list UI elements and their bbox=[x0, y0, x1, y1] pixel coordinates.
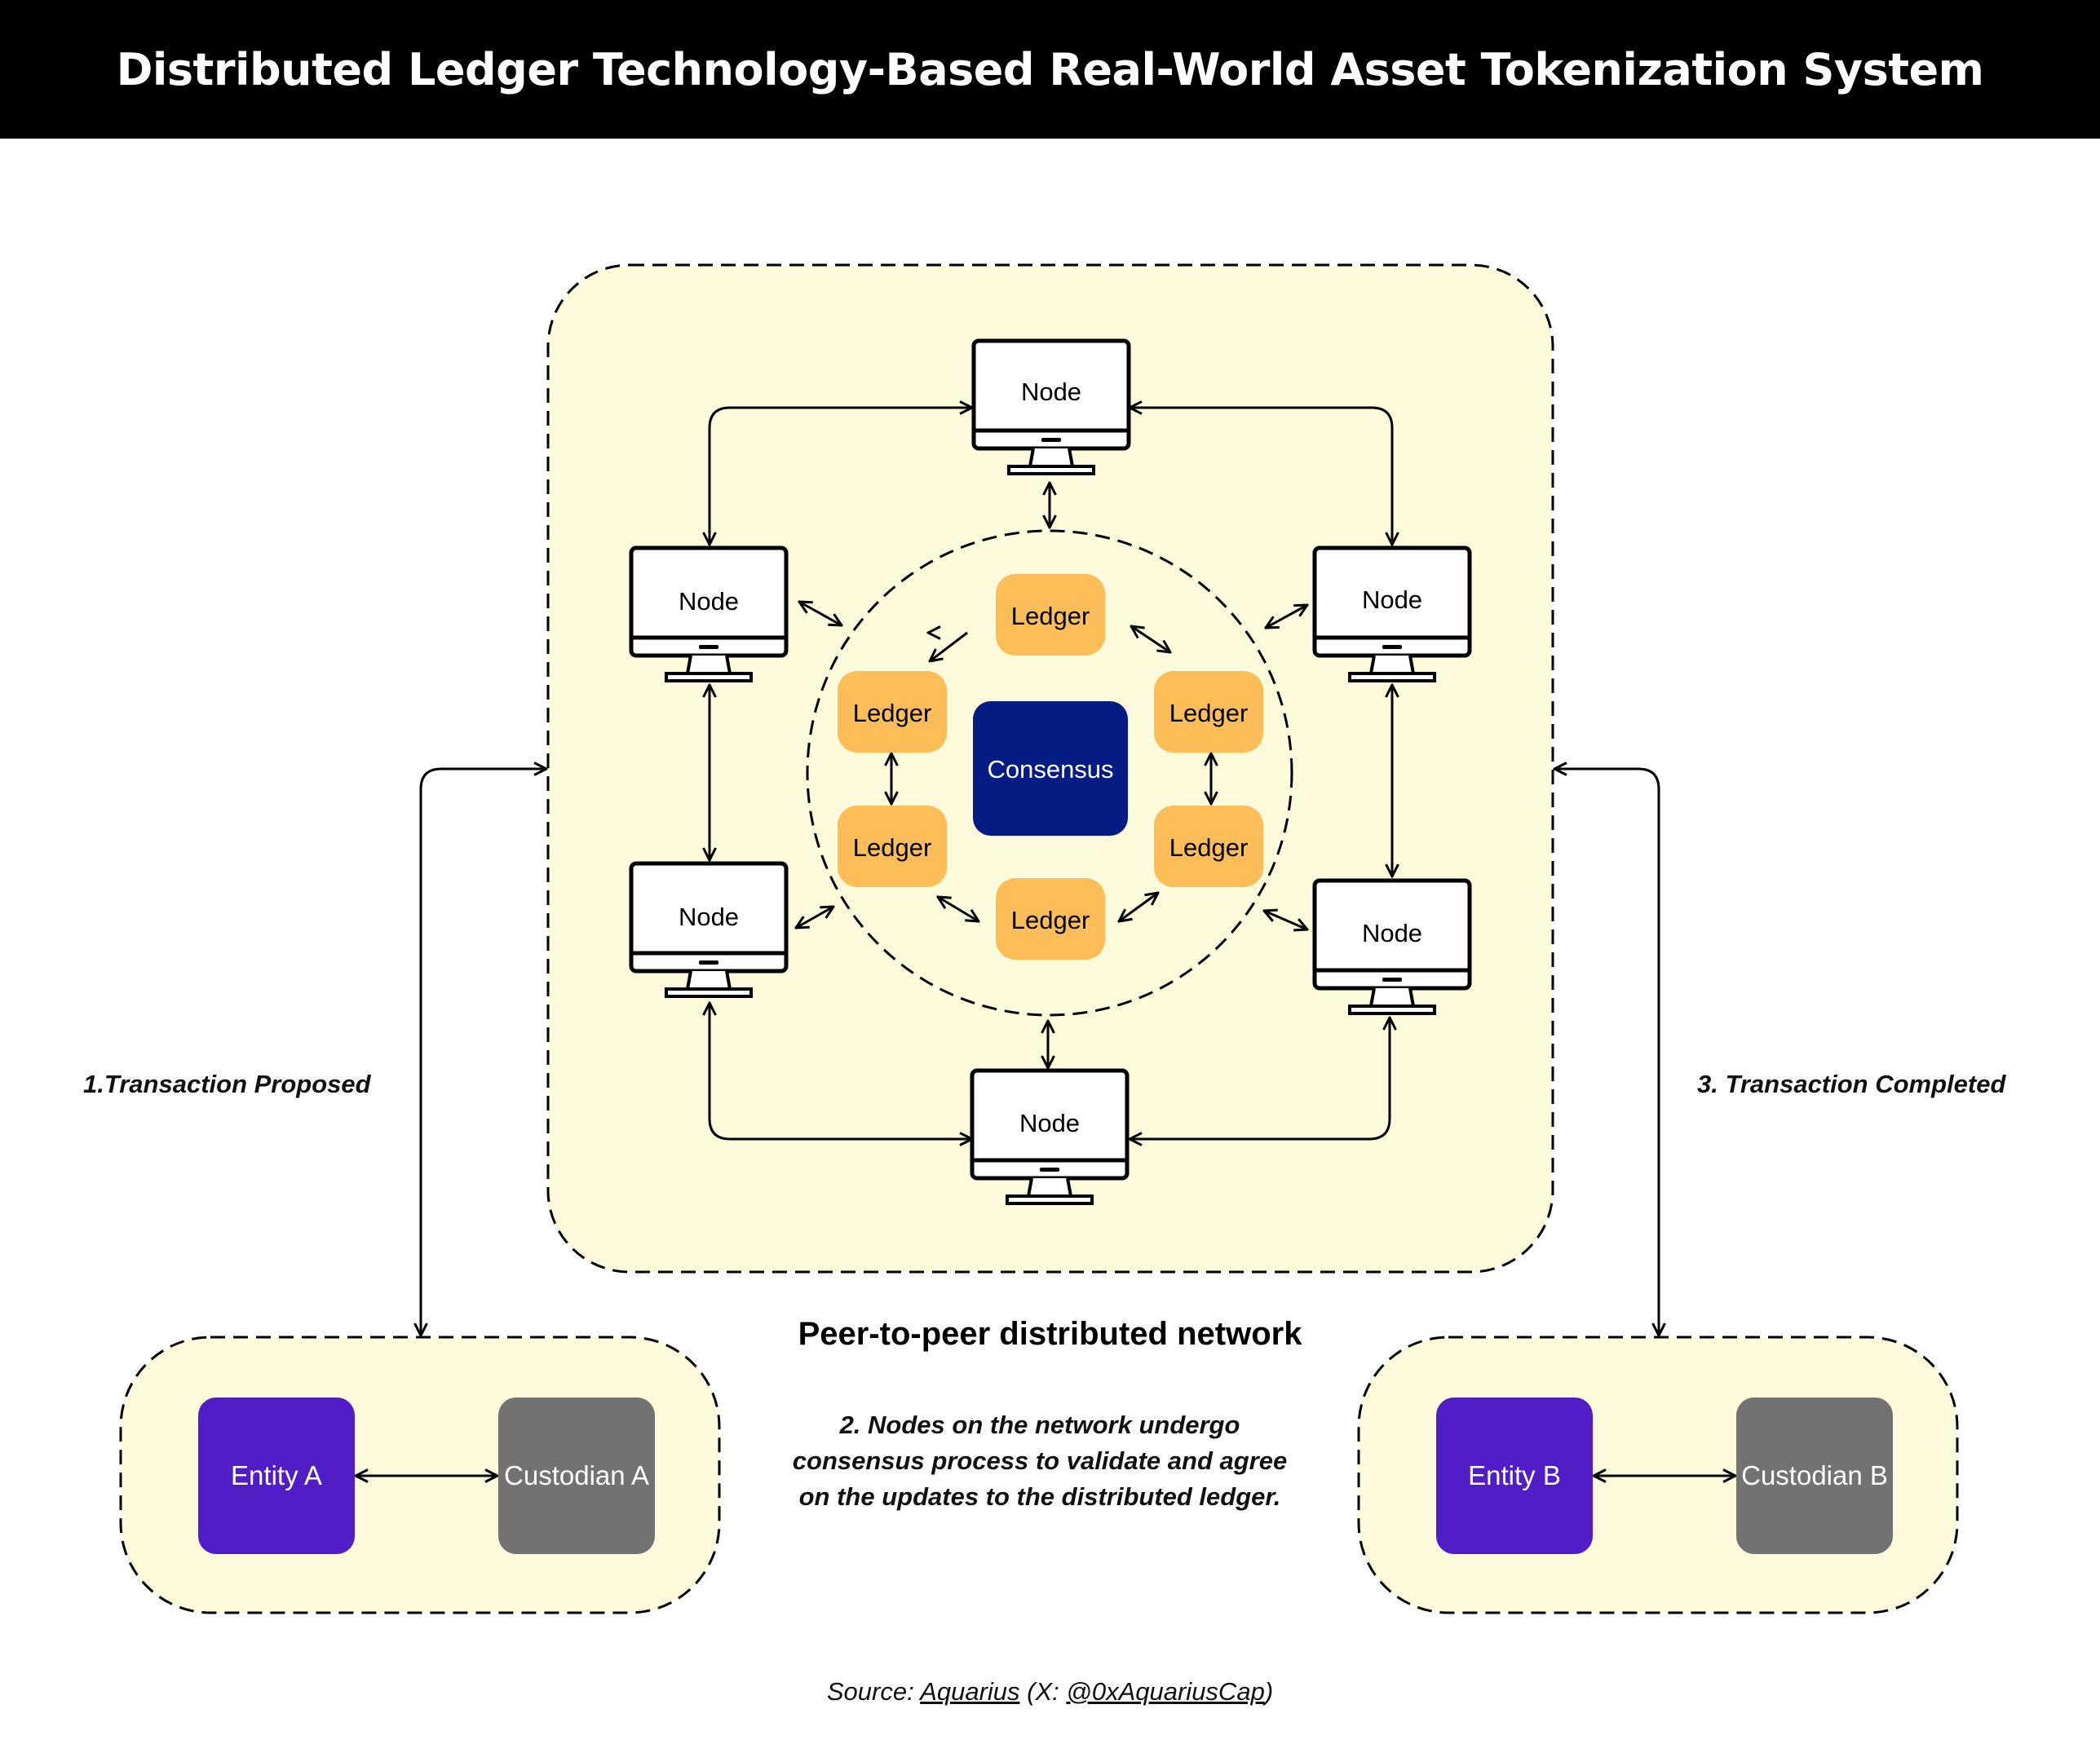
node-icon-top bbox=[971, 338, 1131, 475]
step-3-label: 3. Transaction Completed bbox=[1697, 1070, 2006, 1098]
ledger-label-top: Ledger bbox=[1010, 602, 1090, 630]
ledgers bbox=[838, 574, 1263, 960]
ledger-box-upper-left bbox=[838, 671, 947, 753]
consensus-ring bbox=[806, 529, 1293, 1017]
node-label-upper-left: Node bbox=[678, 587, 740, 616]
node-label-lower-right: Node bbox=[1361, 919, 1423, 947]
node-ring-connectors bbox=[710, 408, 1392, 1139]
custodian-a-label: Custodian A bbox=[504, 1460, 649, 1490]
source-suffix: ) bbox=[1264, 1677, 1274, 1706]
ledger-box-lower-right bbox=[1154, 806, 1263, 887]
ledger-box-lower-left bbox=[838, 806, 947, 887]
entity-b-box bbox=[1436, 1398, 1593, 1554]
node-icon-upper-right bbox=[1312, 545, 1472, 682]
node-label-top: Node bbox=[1020, 378, 1082, 406]
node-monitors bbox=[629, 338, 1472, 1205]
ledger-ring-connectors bbox=[891, 626, 1211, 921]
custodian-a-box bbox=[498, 1398, 655, 1554]
consensus-box bbox=[973, 701, 1128, 836]
step-1-label: 1.Transaction Proposed bbox=[83, 1070, 371, 1098]
source-link-aquarius[interactable]: Aquarius bbox=[920, 1677, 1020, 1706]
node-icon-lower-left bbox=[629, 861, 789, 998]
ledger-box-upper-right bbox=[1154, 671, 1263, 753]
entity-b-label: Entity B bbox=[1468, 1460, 1561, 1490]
title-bar: Distributed Ledger Technology-Based Real… bbox=[0, 0, 2100, 139]
source-link-handle[interactable]: @0xAquariusCap bbox=[1066, 1677, 1265, 1706]
source-middle: (X: bbox=[1019, 1677, 1067, 1706]
custodian-b-box bbox=[1736, 1398, 1893, 1554]
ledger-box-bottom bbox=[996, 878, 1105, 960]
node-label-bottom: Node bbox=[1019, 1109, 1081, 1137]
network-label: Peer-to-peer distributed network bbox=[798, 1316, 1302, 1352]
ledger-label-upper-left: Ledger bbox=[852, 699, 932, 727]
ledger-label-lower-right: Ledger bbox=[1169, 833, 1249, 862]
node-icon-lower-right bbox=[1312, 878, 1472, 1015]
page-title: Distributed Ledger Technology-Based Real… bbox=[116, 43, 1984, 95]
ledger-label-bottom: Ledger bbox=[1010, 906, 1090, 934]
ledger-label-upper-right: Ledger bbox=[1169, 699, 1249, 727]
flow-connectors bbox=[356, 769, 1735, 1476]
entity-a-box bbox=[198, 1398, 355, 1554]
node-label-lower-left: Node bbox=[678, 903, 740, 931]
ledger-box-top bbox=[996, 574, 1105, 656]
source-prefix: Source: bbox=[826, 1677, 921, 1706]
entity-a-label: Entity A bbox=[231, 1460, 322, 1490]
consensus-description: 2. Nodes on the network undergo consensu… bbox=[792, 1411, 1288, 1511]
consensus-label: Consensus bbox=[987, 755, 1114, 784]
node-icon-upper-left bbox=[629, 545, 789, 682]
custodian-b-label: Custodian B bbox=[1741, 1460, 1888, 1490]
node-icon-bottom bbox=[970, 1068, 1130, 1205]
source-credit: Source: Aquarius (X: @0xAquariusCap) bbox=[734, 1677, 1366, 1707]
ledger-label-lower-left: Ledger bbox=[852, 833, 932, 862]
node-label-upper-right: Node bbox=[1361, 585, 1423, 614]
